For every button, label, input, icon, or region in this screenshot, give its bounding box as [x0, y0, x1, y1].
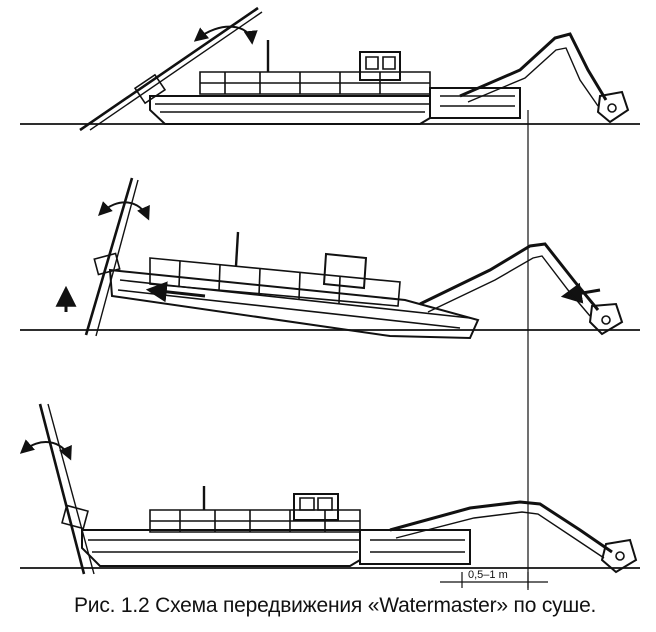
stage-2-machine [20, 178, 640, 338]
stage-1-machine [20, 8, 640, 130]
excavator-boom [460, 34, 606, 100]
stage-3-machine [19, 404, 640, 574]
pontoon-hull-3 [82, 530, 360, 566]
excavator-boom-3 [390, 502, 612, 552]
dimension-label: 0,5–1 m [468, 569, 508, 581]
cabin [360, 52, 400, 80]
cabin-3 [294, 494, 338, 520]
excavator-boom-2 [420, 244, 598, 310]
excavator-bucket [598, 92, 628, 122]
pontoon-hull-tilted [110, 270, 478, 338]
excavator-bucket-2 [590, 304, 622, 334]
rotation-arrow [193, 27, 258, 45]
cabin-tilted [324, 254, 366, 288]
excavator-bucket-3 [602, 540, 636, 572]
figure-caption: Рис. 1.2 Схема передвижения «Watermaster… [74, 594, 597, 617]
deck-railing-tilted [150, 258, 400, 306]
front-pontoon-3 [360, 530, 470, 564]
move-arrow [145, 281, 205, 303]
front-pontoon [430, 88, 520, 118]
rear-spud-3 [40, 404, 84, 574]
pontoon-hull [150, 96, 430, 124]
rotation-arrow-2 [98, 201, 150, 221]
dimension-marker [440, 572, 548, 588]
rotation-arrow-3 [19, 439, 72, 461]
